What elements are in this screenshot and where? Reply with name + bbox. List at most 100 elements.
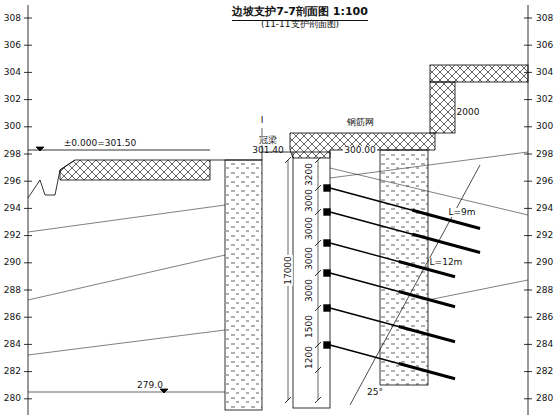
elevation-label: 306: [4, 41, 21, 50]
anchor-cable: [330, 188, 480, 229]
elevation-label: 304: [536, 68, 553, 77]
elevation-label: 288: [536, 286, 553, 295]
scale-tick: [524, 18, 532, 19]
elevation-label: 286: [536, 313, 553, 322]
dimension-tick: [315, 185, 321, 191]
level-mark: [160, 389, 168, 393]
scale-tick: [524, 154, 532, 155]
anchor-head: [324, 240, 330, 246]
scale-tick: [24, 398, 32, 399]
elevation-label: 298: [4, 150, 21, 159]
dimension: 3200: [305, 162, 314, 187]
section-mark: I: [261, 116, 264, 125]
scale-tick: [24, 72, 32, 73]
elevation-label: 300: [4, 122, 21, 131]
dimension-tick: [285, 397, 291, 403]
elevation-label: 286: [4, 313, 21, 322]
scale-tick: [524, 262, 532, 263]
scale-tick: [524, 99, 532, 100]
elevation-label: 302: [536, 95, 553, 104]
soil-layer: [28, 205, 225, 232]
cap-beam: [290, 133, 435, 158]
dimension: 1500: [305, 314, 314, 339]
dimension: 3000: [305, 216, 314, 241]
scale-tick: [24, 317, 32, 318]
angle-label: 25°: [366, 388, 384, 397]
anchor-head: [324, 209, 330, 215]
scale-tick: [24, 371, 32, 372]
anchor-head: [324, 185, 330, 191]
dimension: 3000: [305, 246, 314, 271]
scale-tick: [524, 290, 532, 291]
elevation-label: 279.0: [137, 381, 163, 390]
elevation-label: 306: [536, 41, 553, 50]
scale-tick: [524, 181, 532, 182]
dimension: 2000: [456, 108, 481, 117]
level-label: ±0.000=301.50: [64, 139, 136, 148]
pile: [225, 160, 262, 410]
scale-tick: [24, 208, 32, 209]
dimension: 17000: [283, 255, 292, 286]
elevation-label: 308: [4, 14, 21, 23]
elevation-label: 290: [536, 258, 553, 267]
dimension-tick: [315, 240, 321, 246]
scale-tick: [524, 344, 532, 345]
elevation-label: 294: [536, 204, 553, 213]
elevation-label: 301.40: [252, 146, 284, 155]
soil-layer: [28, 255, 225, 300]
dimension-tick: [285, 157, 291, 163]
scale-tick: [24, 344, 32, 345]
scale-tick: [24, 290, 32, 291]
anchor-bond: [399, 364, 455, 379]
elevation-label: 298: [536, 150, 553, 159]
dimension-tick: [315, 305, 321, 311]
elevation-label: 294: [4, 204, 21, 213]
top-slab: [430, 65, 528, 82]
support-pile: [293, 152, 330, 408]
elevation-label: 304: [4, 68, 21, 77]
dimension-tick: [315, 209, 321, 215]
soil-layer: [28, 330, 225, 355]
scale-tick: [24, 45, 32, 46]
elevation-label: 288: [4, 286, 21, 295]
soil-layer: [428, 280, 528, 300]
part-name: 冠梁: [258, 136, 278, 145]
elevation-label: 290: [4, 258, 21, 267]
scale-tick: [524, 208, 532, 209]
elevation-label: 280: [536, 394, 553, 403]
dimension-tick: [315, 397, 321, 403]
elevation-label: 282: [536, 367, 553, 376]
soil-layer: [330, 168, 528, 215]
scale-tick: [24, 235, 32, 236]
anchor-cable: [330, 345, 455, 379]
scale-line: [28, 5, 29, 415]
dimension-tick: [315, 270, 321, 276]
dimension: 3000: [305, 278, 314, 303]
anchor-bond: [413, 234, 481, 252]
anchor-cable: [330, 308, 455, 342]
fill-layer: [60, 160, 210, 180]
bottom-line: [28, 392, 225, 393]
elevation-label: 292: [536, 231, 553, 240]
dimension: 3000: [305, 188, 314, 213]
soil-layer: [330, 152, 528, 178]
elevation-label: 300: [536, 122, 553, 131]
scale-tick: [524, 317, 532, 318]
anchor-head: [324, 342, 330, 348]
elevation-label: 284: [4, 340, 21, 349]
dimension-tick: [315, 367, 321, 373]
retaining-wall: [430, 82, 455, 133]
dimension: 1200: [305, 345, 314, 370]
scale-tick: [524, 371, 532, 372]
elevation-label: 308: [536, 14, 553, 23]
elevation-label: 302: [4, 95, 21, 104]
slip-surface: [350, 165, 480, 405]
scale-tick: [24, 126, 32, 127]
elevation-label: 296: [4, 177, 21, 186]
scale-tick: [524, 398, 532, 399]
dimension-tick: [315, 157, 321, 163]
anchor-cable: [330, 212, 480, 253]
dimension-tick: [315, 342, 321, 348]
anchor-length: L=9m: [447, 208, 476, 217]
subtitle: (11-11支护剖面图): [261, 20, 339, 29]
